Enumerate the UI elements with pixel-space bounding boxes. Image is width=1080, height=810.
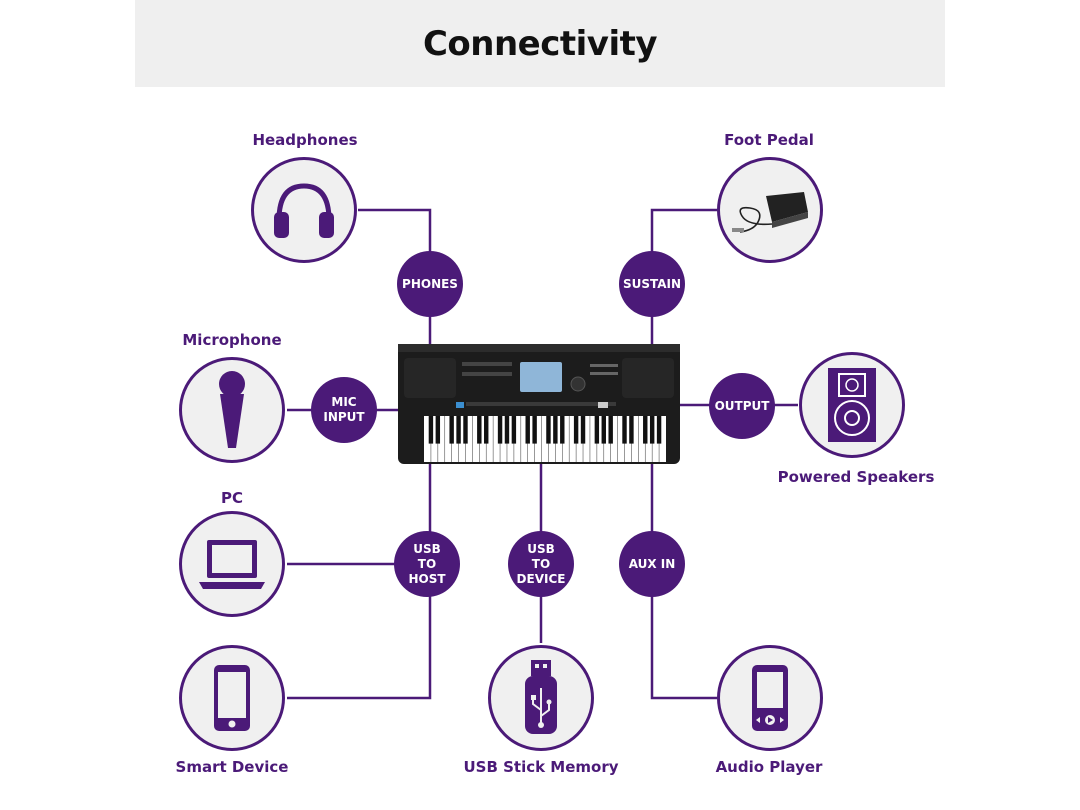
port-usb-to-host: USB TO HOST (394, 531, 460, 597)
smart-device-device (179, 645, 285, 751)
port-mic-input: MIC INPUT (311, 377, 377, 443)
header-bar: Connectivity (135, 0, 945, 87)
foot-pedal-icon (732, 192, 808, 233)
usb-stick-device (488, 645, 594, 751)
microphone-device (179, 357, 285, 463)
black-key (601, 416, 606, 444)
label-usb-stick-memory: USB Stick Memory (463, 758, 619, 776)
smartphone-icon (214, 665, 250, 731)
black-key (456, 416, 461, 444)
black-key (553, 416, 558, 444)
black-key (463, 416, 468, 444)
black-key (449, 416, 454, 444)
black-key (504, 416, 510, 444)
black-key (608, 416, 613, 444)
black-key (484, 416, 489, 444)
usb-stick-icon (525, 660, 557, 734)
black-key (477, 416, 482, 444)
black-key (497, 416, 503, 444)
page-title: Connectivity (422, 23, 658, 64)
powered-speakers-device (799, 352, 905, 458)
label-headphones: Headphones (252, 131, 358, 149)
microphone-icon (219, 371, 245, 448)
black-key (649, 416, 655, 444)
audio-player-device (717, 645, 823, 751)
black-key (573, 416, 579, 444)
label-audio-player: Audio Player (715, 758, 823, 776)
black-key (656, 416, 662, 444)
audio-player-icon (752, 665, 788, 731)
black-key (580, 416, 586, 444)
black-key (594, 416, 600, 444)
pc-device (179, 511, 285, 617)
port-sustain: SUSTAIN (619, 251, 685, 317)
label-powered-speakers: Powered Speakers (777, 468, 935, 486)
label-microphone: Microphone (182, 331, 282, 349)
foot-pedal-device (717, 157, 823, 263)
label-foot-pedal: Foot Pedal (724, 131, 814, 149)
black-key (525, 416, 530, 444)
speaker-icon (828, 368, 876, 442)
black-key (428, 416, 434, 444)
port-aux-in: AUX IN (619, 531, 685, 597)
label-smart-device: Smart Device (175, 758, 289, 776)
port-usb-to-device: USB TO DEVICE (508, 531, 574, 597)
headphones-icon (274, 183, 334, 238)
black-key (560, 416, 565, 444)
label-pc: PC (220, 489, 244, 507)
black-key (643, 416, 648, 444)
black-key (532, 416, 537, 444)
port-output: OUTPUT (709, 373, 775, 439)
headphones-device (251, 157, 357, 263)
black-key (546, 416, 551, 444)
laptop-icon (199, 540, 265, 589)
port-phones: PHONES (397, 251, 463, 317)
black-key (629, 416, 634, 444)
black-key (511, 416, 517, 444)
black-key (622, 416, 627, 444)
keyboard (398, 344, 680, 464)
black-key (435, 416, 441, 444)
